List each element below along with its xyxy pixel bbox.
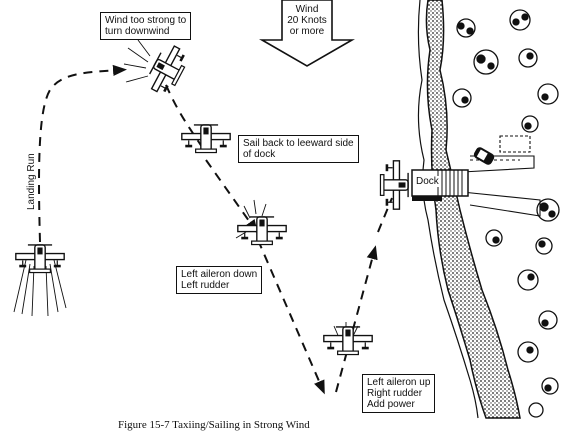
tree [535,237,553,255]
tree [538,310,558,330]
wind-arrow [259,0,355,67]
tree [509,9,531,31]
tree [528,402,544,418]
left-aileron-up-text: Left aileron up [367,377,431,388]
left-aileron-down-text: Left aileron down [181,269,258,280]
sail-back-label: Sail back to leeward side of dock [238,135,359,163]
wind-label-line2: 20 Knots [287,15,327,26]
tree [537,83,559,105]
tree [517,341,539,363]
sail-back-line2: of dock [243,149,276,160]
aileron-down-label: Left aileron down Left rudder [176,266,263,294]
tree [452,88,472,108]
shoreline [425,0,521,419]
too-strong-line1: Wind too strong to [105,15,187,26]
building [499,135,531,153]
tree [485,229,503,247]
wind-label-line1: Wind [295,4,319,15]
wind-label-line3: or more [289,26,325,37]
landing-run-path [38,64,127,243]
too-strong-label: Wind too strong to turn downwind [100,12,192,40]
left-rudder-text: Left rudder [181,280,230,291]
shore-edge [417,0,479,419]
too-strong-line2: turn downwind [105,26,170,37]
add-power-text: Add power [367,399,415,410]
spray-lines [13,39,359,341]
leeward-path-1 [205,159,259,234]
landing-run-label: Landing Run [26,153,37,210]
tree [456,18,476,38]
return-path [335,245,378,393]
tree [521,115,539,133]
wind-label: Wind 20 Knots or more [282,4,332,37]
leeward-path-2 [257,239,325,395]
tree [536,198,560,222]
plane-landing [15,244,65,274]
tree [541,377,559,395]
dock-label: Dock [414,176,441,187]
figure-caption: Figure 15-7 Taxiing/Sailing in Strong Wi… [118,419,310,431]
trees [452,9,560,418]
plane-left-aileron-up [323,326,373,356]
car [473,147,495,165]
tree [518,48,538,68]
sail-back-line1: Sail back to leeward side [243,138,354,149]
sail-back-path [159,69,205,151]
road [461,155,541,217]
dock-approach-path [377,197,393,233]
tree [517,269,539,291]
tree [473,49,499,75]
right-rudder-text: Right rudder [367,388,423,399]
plane-left-aileron-down [237,216,287,246]
taxi-path [38,64,393,395]
aileron-up-label: Left aileron up Right rudder Add power [362,374,436,413]
plane-at-dock [379,160,409,210]
